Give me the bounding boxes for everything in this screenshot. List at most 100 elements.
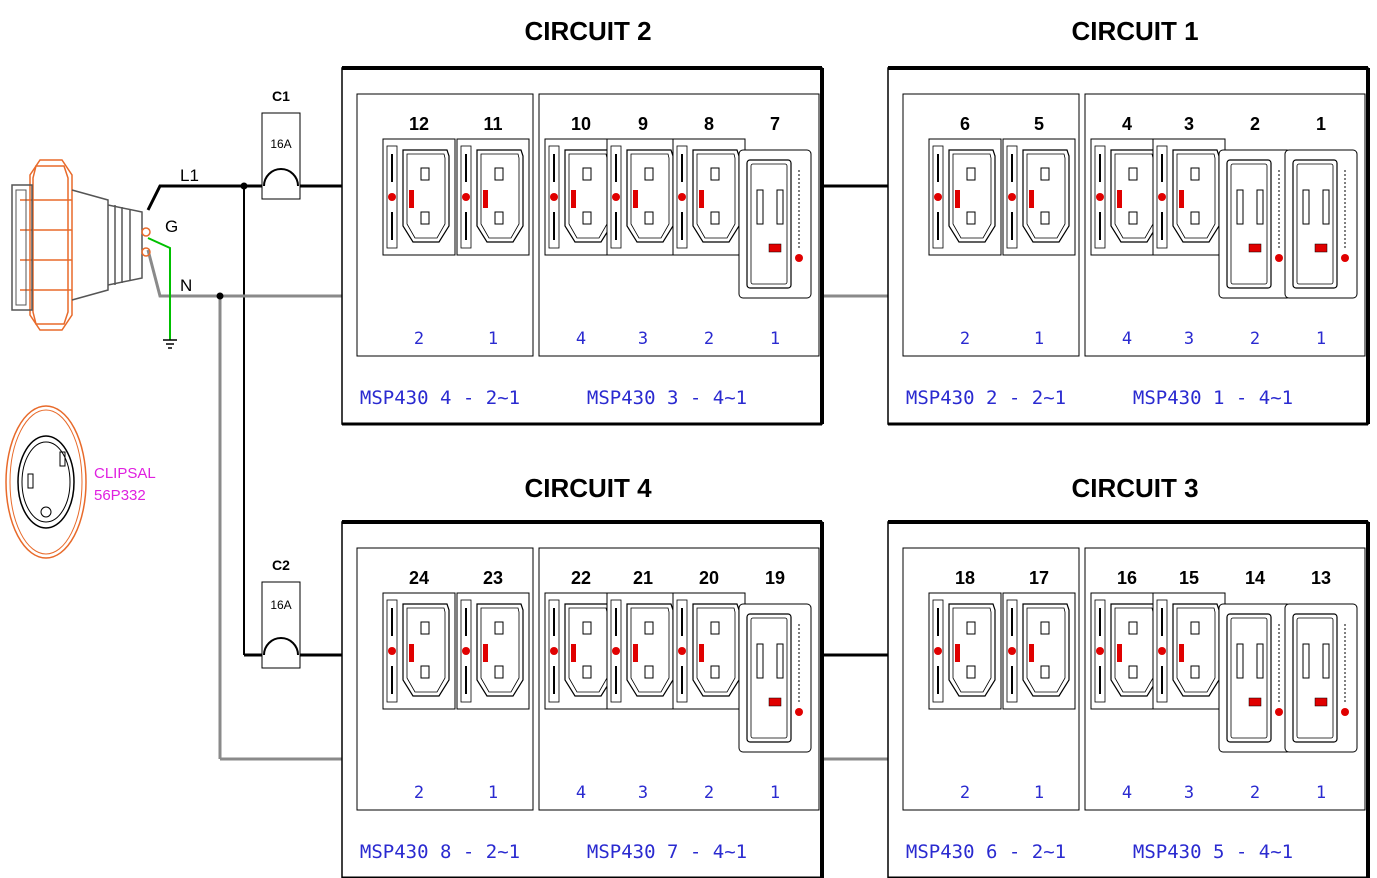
outlet-18: 182: [928, 568, 1002, 803]
outlet-23-port: 1: [488, 783, 498, 803]
outlet-22: 22 4: [544, 568, 618, 803]
outlet-3-port: 3: [1184, 329, 1194, 349]
outlet-12-c13-outlet-icon: [382, 138, 456, 256]
outlet-20-number: 20: [699, 568, 719, 588]
outlet-23-number: 23: [483, 568, 503, 588]
outlet-17-port: 1: [1034, 783, 1044, 803]
breaker-c2-label: C2: [272, 557, 290, 573]
outlet-13-number: 13: [1311, 568, 1331, 588]
circuit-1-msp430-2-2-1-label: MSP430 2 - 2~1: [906, 387, 1066, 409]
ground-wire-label: G: [165, 217, 178, 236]
outlet-21: 21 3: [606, 568, 680, 803]
outlet-1-number: 1: [1316, 114, 1326, 134]
outlet-12: 122: [382, 114, 456, 349]
plug-model: 56P332: [94, 487, 146, 504]
outlet-1: 11: [1284, 114, 1358, 349]
outlet-7-c19-outlet-icon: [738, 149, 812, 299]
outlet-13-port: 1: [1316, 783, 1326, 803]
outlet-19-port: 1: [770, 783, 780, 803]
outlet-6: 62: [928, 114, 1002, 349]
outlet-2-number: 2: [1250, 114, 1260, 134]
line-wire-feed: [146, 184, 244, 211]
outlet-2-port: 2: [1250, 329, 1260, 349]
line-junction-dot: [240, 182, 248, 190]
outlet-4: 44: [1090, 114, 1164, 349]
outlet-22-port: 4: [576, 783, 586, 803]
breaker-c2-rating: 16A: [270, 598, 291, 612]
ground-symbol-icon: [163, 339, 177, 349]
outlet-9-port: 3: [638, 329, 648, 349]
outlet-16: 164: [1090, 568, 1164, 803]
outlet-3-number: 3: [1184, 114, 1194, 134]
outlet-21-port: 3: [638, 783, 648, 803]
neutral-wire-label: N: [180, 276, 192, 295]
outlet-13: 13 1: [1284, 568, 1358, 803]
outlet-9: 93: [606, 114, 680, 349]
outlet-14-c19-outlet-icon: [1218, 603, 1292, 753]
outlet-6-number: 6: [960, 114, 970, 134]
outlet-4-port: 4: [1122, 329, 1132, 349]
line-wire-label: L1: [180, 166, 199, 185]
wiring: [146, 182, 888, 761]
circuit-4-msp430-7-4-1-label: MSP430 7 - 4~1: [587, 841, 747, 863]
breaker-c1: C1 16A: [261, 88, 301, 200]
circuit-3-msp430-6-2-1-label: MSP430 6 - 2~1: [906, 841, 1066, 863]
outlet-10-number: 10: [571, 114, 591, 134]
outlet-18-port: 2: [960, 783, 970, 803]
outlet-10-c13-outlet-icon: [544, 138, 618, 256]
outlet-3: 33: [1152, 114, 1226, 349]
outlet-18-c13-outlet-icon: [928, 592, 1002, 710]
circuit-2-msp430-4-2-1-label: MSP430 4 - 2~1: [360, 387, 520, 409]
outlet-1-port: 1: [1316, 329, 1326, 349]
outlet-8: 82: [672, 114, 746, 349]
outlet-24-number: 24: [409, 568, 429, 588]
breaker-c1-rating: 16A: [270, 137, 291, 151]
outlet-7-number: 7: [770, 114, 780, 134]
breaker-c2-arc-icon: [263, 637, 299, 656]
circuit-2-title: CIRCUIT 2: [524, 16, 651, 46]
outlet-15: 153: [1152, 568, 1226, 803]
plug-brand: CLIPSAL: [94, 465, 156, 482]
neutral-junction-dot: [216, 292, 224, 300]
outlet-11-number: 11: [483, 114, 502, 134]
outlet-24-c13-outlet-icon: [382, 592, 456, 710]
outlet-3-c13-outlet-icon: [1152, 138, 1226, 256]
outlet-9-number: 9: [638, 114, 648, 134]
circuit-4-title: CIRCUIT 4: [524, 473, 652, 503]
outlet-2-c19-outlet-icon: [1218, 149, 1292, 299]
outlet-23-c13-outlet-icon: [456, 592, 530, 710]
outlet-24: 242: [382, 568, 456, 803]
outlet-21-c13-outlet-icon: [606, 592, 680, 710]
breaker-c2: C2 16A: [261, 557, 301, 669]
breaker-c1-arc-icon: [263, 168, 299, 187]
outlet-7: 71: [738, 114, 812, 349]
outlet-10: 10 4: [544, 114, 618, 349]
outlet-8-c13-outlet-icon: [672, 138, 746, 256]
outlet-22-number: 22: [571, 568, 591, 588]
circuit-3-msp430-5-4-1-label: MSP430 5 - 4~1: [1133, 841, 1293, 863]
ground-wire: [147, 237, 171, 340]
outlet-7-port: 1: [770, 329, 780, 349]
outlet-10-port: 4: [576, 329, 586, 349]
outlet-17-c13-outlet-icon: [1002, 592, 1076, 710]
outlet-20: 202: [672, 568, 746, 803]
outlet-4-number: 4: [1122, 114, 1132, 134]
outlet-1-c19-outlet-icon: [1284, 149, 1358, 299]
outlet-16-port: 4: [1122, 783, 1132, 803]
outlet-21-number: 21: [633, 568, 653, 588]
outlet-11-port: 1: [488, 329, 498, 349]
circuit-1-msp430-1-4-1-label: MSP430 1 - 4~1: [1133, 387, 1293, 409]
outlet-22-c13-outlet-icon: [544, 592, 618, 710]
outlet-5: 51: [1002, 114, 1076, 349]
outlet-13-c19-outlet-icon: [1284, 603, 1358, 753]
outlet-19: 191: [738, 568, 812, 803]
outlet-15-port: 3: [1184, 783, 1194, 803]
